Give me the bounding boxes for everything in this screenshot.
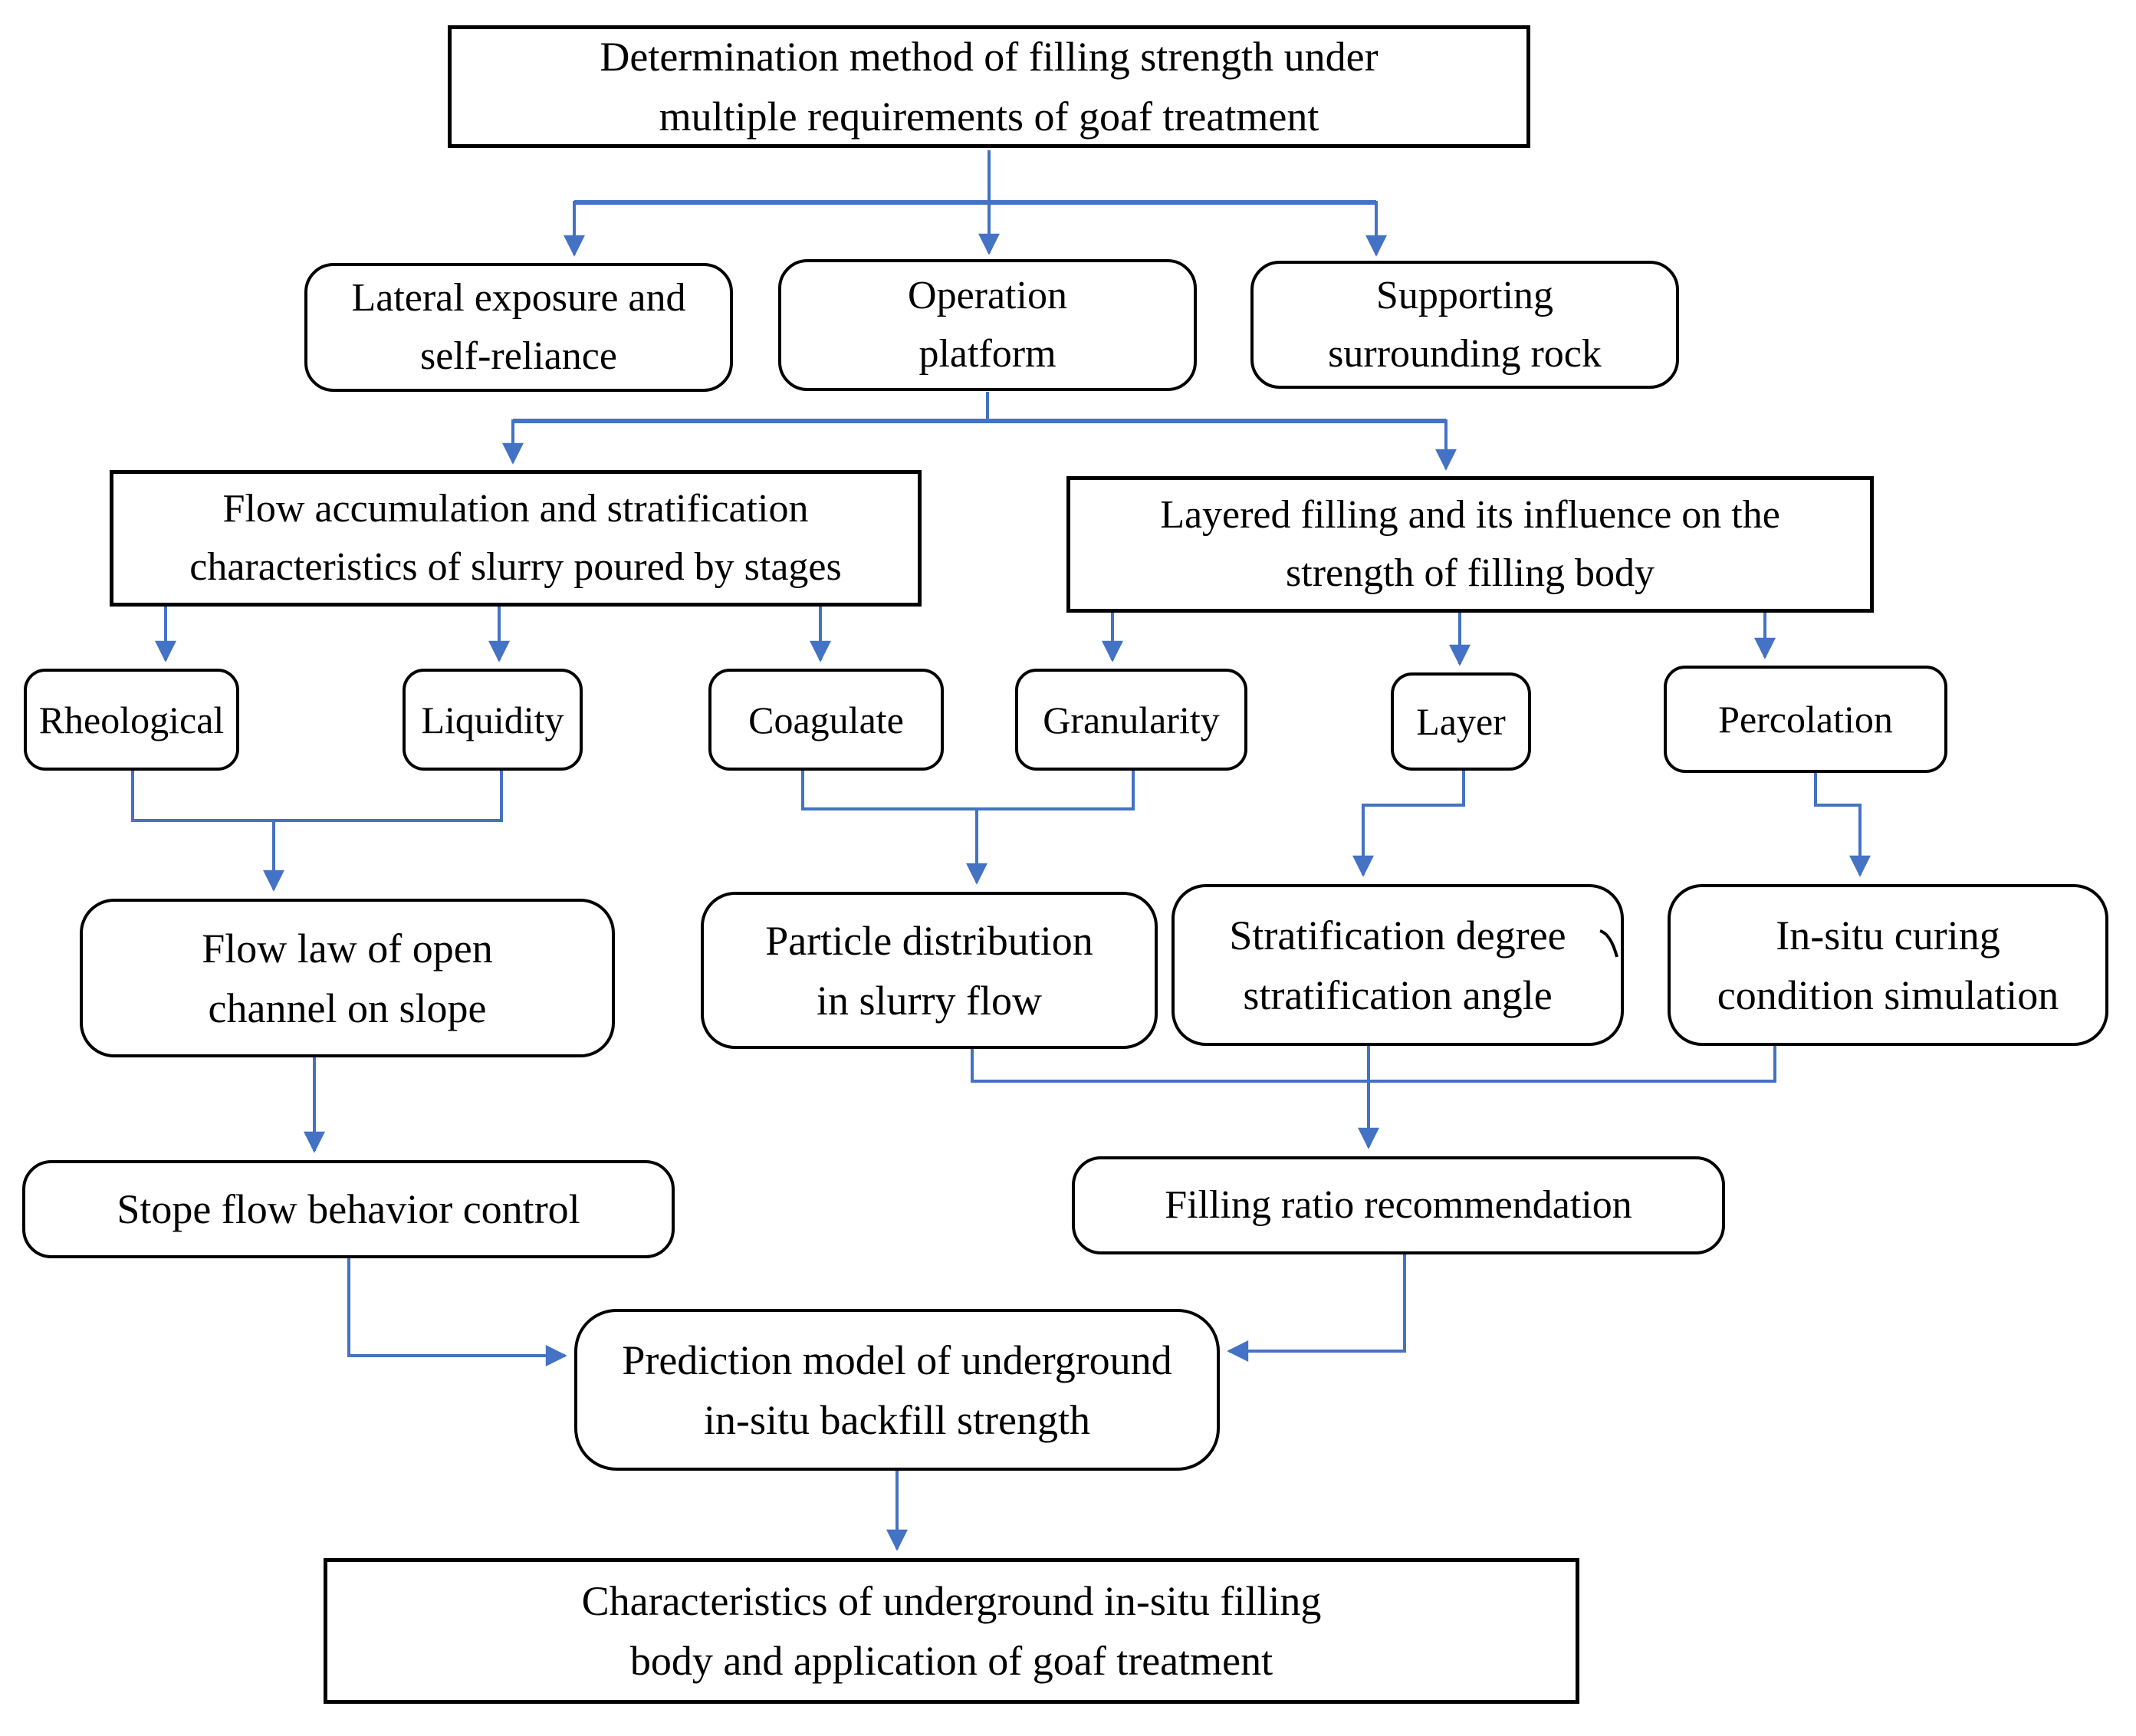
node-flow-accumulation: Flow accumulation and stratification cha… — [110, 470, 922, 607]
arrow-percolation-to-insitu — [1814, 773, 1871, 877]
node-insitu-curing: In-situ curing condition simulation — [1668, 884, 2108, 1046]
node-coagulate: Coagulate — [708, 669, 944, 771]
node-text-line: Liquidity — [421, 698, 564, 741]
node-text-line: Flow accumulation and stratification — [222, 487, 809, 531]
node-text-line: Coagulate — [748, 698, 904, 741]
node-flow-law: Flow law of open channel on slope — [80, 899, 615, 1057]
node-text-line: channel on slope — [208, 985, 487, 1031]
node-text-line: Lateral exposure and — [351, 276, 686, 320]
node-stope-flow-control: Stope flow behavior control — [22, 1160, 675, 1258]
node-operation-platform: Operation platform — [778, 259, 1197, 391]
node-text-line: Characteristics of underground in-situ f… — [581, 1578, 1322, 1624]
node-text-line: strength of filling body — [1286, 551, 1655, 595]
node-text-line: Filling ratio recommendation — [1165, 1183, 1632, 1227]
node-text-line: In-situ curing — [1776, 912, 2000, 958]
node-text-line: body and application of goaf treatment — [629, 1638, 1273, 1684]
node-text-line: Operation — [908, 274, 1067, 317]
node-layered-filling: Layered filling and its influence on the… — [1066, 476, 1874, 613]
node-text-line: in slurry flow — [817, 977, 1042, 1024]
node-text-line: Stratification degree — [1229, 912, 1566, 958]
node-rheological: Rheological — [24, 669, 239, 771]
node-text-line: condition simulation — [1717, 972, 2059, 1018]
node-stratification-degree: Stratification degree stratification ang… — [1172, 884, 1624, 1046]
node-text-line: multiple requirements of goaf treatment — [659, 94, 1319, 140]
node-text-line: Prediction model of underground — [622, 1337, 1172, 1383]
node-text-line: stratification angle — [1243, 972, 1553, 1018]
stray-tick-mark — [1599, 929, 1618, 958]
connector-coagulate-granularity-merge — [801, 771, 1135, 810]
arrow-stope-to-prediction — [347, 1258, 567, 1366]
node-text-line: Rheological — [38, 698, 225, 741]
node-determination-method: Determination method of filling strength… — [448, 25, 1530, 148]
node-text-line: Flow law of open — [202, 925, 493, 972]
arrow-filling-to-prediction — [1227, 1254, 1406, 1362]
node-text-line: self-reliance — [420, 334, 617, 378]
arrow-layer-to-stratification — [1352, 771, 1465, 877]
node-text-line: characteristics of slurry poured by stag… — [189, 545, 842, 589]
node-text-line: Percolation — [1718, 698, 1893, 741]
node-text-line: Stope flow behavior control — [117, 1186, 580, 1232]
node-characteristics: Characteristics of underground in-situ f… — [324, 1558, 1579, 1704]
node-text-line: Particle distribution — [765, 917, 1093, 964]
node-text-line: surrounding rock — [1328, 331, 1602, 376]
node-text-line: Granularity — [1043, 698, 1220, 741]
node-granularity: Granularity — [1015, 669, 1247, 771]
node-lateral-exposure: Lateral exposure and self-reliance — [304, 263, 733, 392]
node-supporting-rock: Supporting surrounding rock — [1250, 261, 1679, 389]
node-text-line: in-situ backfill strength — [704, 1396, 1090, 1443]
node-text-line: Supporting — [1375, 273, 1554, 317]
connector-rheological-liquidity-merge — [131, 771, 503, 822]
node-text-line: Determination method of filling strength… — [600, 34, 1379, 80]
node-text-line: platform — [918, 332, 1056, 376]
node-liquidity: Liquidity — [403, 669, 583, 771]
node-filling-ratio: Filling ratio recommendation — [1072, 1156, 1725, 1254]
node-percolation: Percolation — [1664, 666, 1947, 773]
node-text-line: Layered filling and its influence on the — [1160, 493, 1780, 537]
node-layer: Layer — [1391, 672, 1531, 771]
node-particle-distribution: Particle distribution in slurry flow — [701, 892, 1158, 1049]
node-text-line: Layer — [1416, 700, 1506, 743]
connector-row5-merge — [971, 1046, 1776, 1083]
node-prediction-model: Prediction model of underground in-situ … — [574, 1309, 1220, 1471]
